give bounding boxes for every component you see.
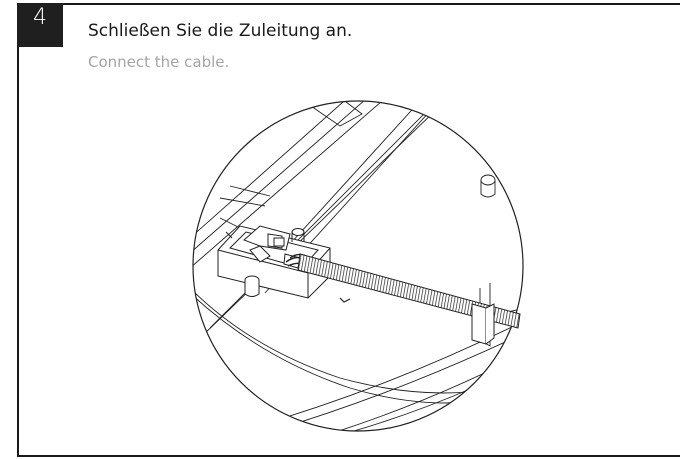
detail-circle xyxy=(192,100,524,432)
screw-boss xyxy=(480,174,496,198)
instruction-title-german: Schließen Sie die Zuleitung an. xyxy=(88,21,353,41)
step-number-badge: 4 xyxy=(17,3,63,47)
cable-connection-illustration xyxy=(192,100,524,432)
step-number: 4 xyxy=(33,5,47,30)
alignment-mark xyxy=(339,297,351,303)
flat-cable xyxy=(297,253,521,329)
instruction-title-english: Connect the cable. xyxy=(88,53,230,71)
cable-guide-clip xyxy=(471,303,495,345)
instruction-frame xyxy=(17,3,680,457)
